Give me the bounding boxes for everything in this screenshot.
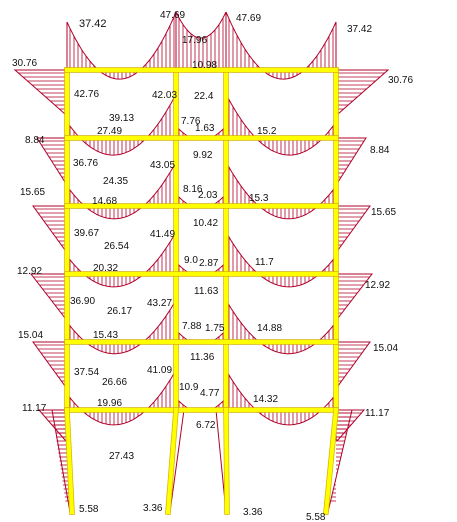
- moment-value-label: 12.92: [17, 266, 42, 277]
- moment-value-label: 7.76: [181, 116, 201, 127]
- moment-value-label: 8.16: [183, 184, 203, 195]
- moment-value-label: 10.9: [179, 382, 199, 393]
- moment-value-label: 43.05: [150, 160, 175, 171]
- moment-value-label: 30.76: [12, 58, 37, 69]
- frame-ground-column: [223, 407, 230, 515]
- moment-value-label: 14.32: [253, 394, 278, 405]
- moment-value-label: 11.36: [190, 352, 215, 363]
- moment-value-label: 20.32: [93, 263, 118, 274]
- frame-ground-column: [64, 407, 75, 515]
- moment-value-label: 36.90: [70, 296, 95, 307]
- moment-value-label: 26.54: [104, 241, 129, 252]
- moment-value-label: 12.92: [365, 280, 390, 291]
- moment-value-label: 17.96: [182, 35, 207, 46]
- moment-value-label: 41.09: [147, 365, 172, 376]
- moment-value-label: 41.49: [150, 229, 175, 240]
- moment-curve: [175, 11, 227, 39]
- moment-value-label: 9.92: [193, 150, 213, 161]
- moment-curve: [225, 11, 337, 80]
- moment-curve: [66, 11, 177, 80]
- moment-value-label: 39.67: [74, 228, 99, 239]
- moment-value-label: 15.43: [93, 330, 118, 341]
- moment-value-label: 37.42: [347, 24, 372, 35]
- moment-value-label: 47.69: [160, 10, 185, 21]
- moment-value-label: 1.63: [195, 123, 215, 134]
- moment-value-label: 15.04: [18, 330, 43, 341]
- moment-value-label: 47.69: [236, 13, 261, 24]
- moment-value-label: 5.58: [79, 504, 99, 515]
- moment-value-label: 37.54: [74, 367, 99, 378]
- moment-value-label: 2.87: [199, 258, 219, 269]
- moment-value-label: 8.84: [25, 135, 45, 146]
- moment-value-label: 27.43: [109, 451, 134, 462]
- moment-value-label: 5.58: [306, 512, 326, 522]
- moment-curve: [66, 93, 177, 156]
- moment-value-label: 37.42: [79, 18, 107, 30]
- moment-value-label: 24.35: [103, 176, 128, 187]
- moment-value-label: 39.13: [109, 113, 134, 124]
- moment-value-label: 11.63: [194, 286, 219, 297]
- moment-value-label: 27.49: [97, 126, 122, 137]
- moment-value-label: 6.72: [196, 420, 216, 431]
- moment-value-label: 10.42: [193, 218, 218, 229]
- moment-value-label: 26.17: [107, 306, 132, 317]
- moment-value-label: 11.7: [255, 257, 274, 268]
- moment-value-label: 7.88: [182, 321, 202, 332]
- moment-value-label: 15.65: [371, 207, 396, 218]
- moment-value-label: 15.04: [373, 343, 398, 354]
- moment-value-label: 9.0: [184, 255, 198, 266]
- moment-value-label: 26.66: [102, 377, 127, 388]
- frame-ground-column: [323, 407, 339, 515]
- moment-value-label: 30.76: [388, 75, 413, 86]
- moment-value-label: 15.2: [257, 126, 277, 137]
- moment-value-label: 2.03: [198, 190, 218, 201]
- moment-value-label: 14.88: [257, 323, 282, 334]
- moment-value-label: 42.03: [152, 90, 177, 101]
- frame-ground-column: [165, 407, 179, 515]
- moment-value-label: 15.3: [249, 193, 269, 204]
- moment-value-label: 14.68: [92, 196, 117, 207]
- moment-value-label: 43.27: [147, 298, 172, 309]
- moment-value-label: 8.84: [370, 145, 390, 156]
- moment-value-label: 3.36: [143, 503, 163, 514]
- moment-value-label: 15.65: [20, 187, 45, 198]
- moment-curve: [66, 369, 177, 426]
- moment-value-label: 19.96: [97, 398, 122, 409]
- moment-value-label: 4.77: [200, 388, 220, 399]
- frame-structure: [64, 67, 340, 516]
- moment-value-label: 1.75: [205, 323, 225, 334]
- moment-value-label: 36.76: [73, 158, 98, 169]
- moment-value-label: 11.17: [22, 403, 47, 414]
- moment-curve: [225, 369, 337, 426]
- moment-value-labels: 37.42 47.69 17.96 47.69 37.42 30.76 10.9…: [12, 10, 413, 522]
- moment-value-label: 10.98: [192, 60, 217, 71]
- moment-value-label: 22.4: [194, 91, 214, 102]
- moment-curve: [225, 93, 337, 156]
- moment-value-label: 42.76: [74, 89, 99, 100]
- moment-value-label: 11.17: [365, 408, 390, 419]
- moment-value-label: 3.36: [243, 507, 263, 518]
